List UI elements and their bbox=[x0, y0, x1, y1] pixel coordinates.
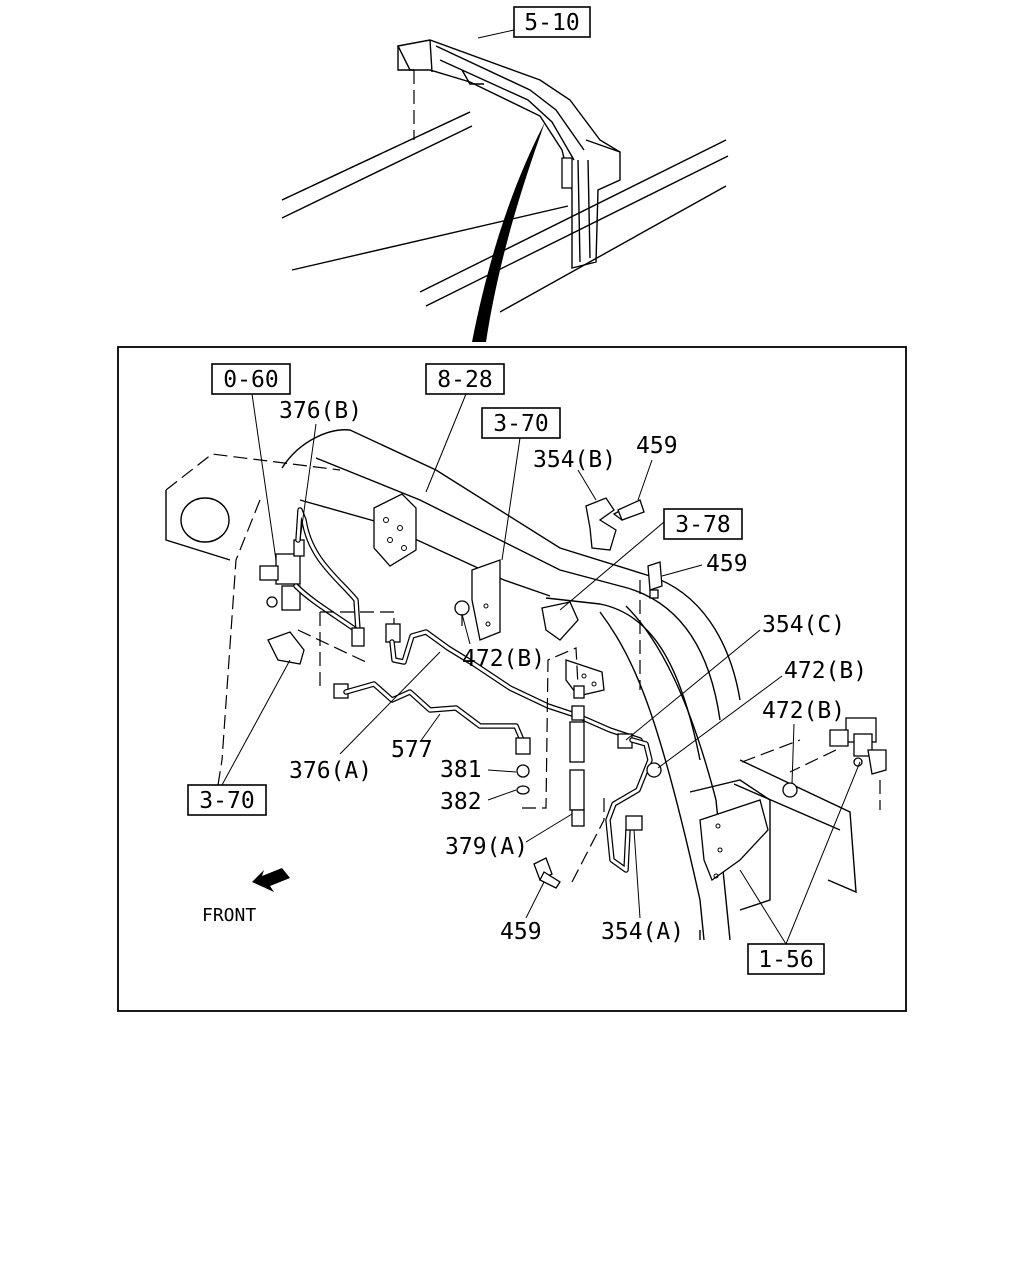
detail-drawing bbox=[165, 429, 887, 941]
callout-459-c: 459 bbox=[500, 881, 545, 945]
callout-381: 381 bbox=[440, 757, 517, 783]
callout-459-a: 459 bbox=[636, 433, 678, 501]
ref-label: 3-70 bbox=[493, 411, 548, 437]
ref-label: 8-28 bbox=[437, 367, 492, 393]
callout-379a: 379(A) bbox=[445, 813, 573, 860]
ref-box-5-10: 5-10 bbox=[477, 6, 591, 39]
part-label: 381 bbox=[440, 757, 482, 783]
ref-box-0-60: 0-60 bbox=[211, 363, 291, 561]
callout-354a: 354(A) bbox=[601, 829, 684, 945]
detail-leader-arrow bbox=[472, 122, 545, 342]
callout-354b: 354(B) bbox=[533, 447, 616, 501]
ref-label: 0-60 bbox=[223, 367, 278, 393]
part-label: 382 bbox=[440, 789, 482, 815]
part-label: 354(C) bbox=[762, 612, 845, 638]
callout-382: 382 bbox=[440, 789, 517, 815]
callout-472b-b: 472(B) bbox=[657, 658, 867, 769]
part-label: 376(B) bbox=[279, 398, 362, 424]
part-label: 354(A) bbox=[601, 919, 684, 945]
callout-577: 577 bbox=[391, 713, 441, 763]
part-label: 459 bbox=[636, 433, 678, 459]
ref-label: 5-10 bbox=[524, 10, 579, 36]
front-direction-arrow: FRONT bbox=[202, 868, 290, 926]
ref-label: 3-78 bbox=[675, 512, 730, 538]
ref-box-8-28: 8-28 bbox=[425, 363, 505, 493]
part-label: 459 bbox=[706, 551, 748, 577]
ref-label: 1-56 bbox=[758, 947, 813, 973]
callout-459-b: 459 bbox=[661, 551, 748, 577]
callout-376b: 376(B) bbox=[279, 398, 362, 541]
ref-box-3-70-bottom: 3-70 bbox=[187, 659, 291, 816]
part-label: 472(B) bbox=[762, 698, 845, 724]
part-label: 472(B) bbox=[462, 646, 545, 672]
part-label: 459 bbox=[500, 919, 542, 945]
part-label: 379(A) bbox=[445, 834, 528, 860]
ref-label: 3-70 bbox=[199, 788, 254, 814]
part-label: 472(B) bbox=[784, 658, 867, 684]
ref-box-3-70-top: 3-70 bbox=[481, 407, 561, 561]
ref-box-1-56: 1-56 bbox=[739, 761, 861, 975]
callout-472b-a: 472(B) bbox=[461, 613, 545, 672]
part-label: 376(A) bbox=[289, 758, 372, 784]
part-label: 354(B) bbox=[533, 447, 616, 473]
callout-354c: 354(C) bbox=[625, 612, 845, 741]
front-label: FRONT bbox=[202, 905, 256, 926]
ref-box-3-78: 3-78 bbox=[559, 508, 743, 611]
part-label: 577 bbox=[391, 737, 433, 763]
callout-376a: 376(A) bbox=[289, 651, 441, 784]
detail-view-frame bbox=[117, 346, 907, 1012]
overview-frame-inset bbox=[281, 39, 729, 342]
callout-472b-c: 472(B) bbox=[762, 698, 845, 785]
front-arrow-icon bbox=[252, 868, 290, 892]
